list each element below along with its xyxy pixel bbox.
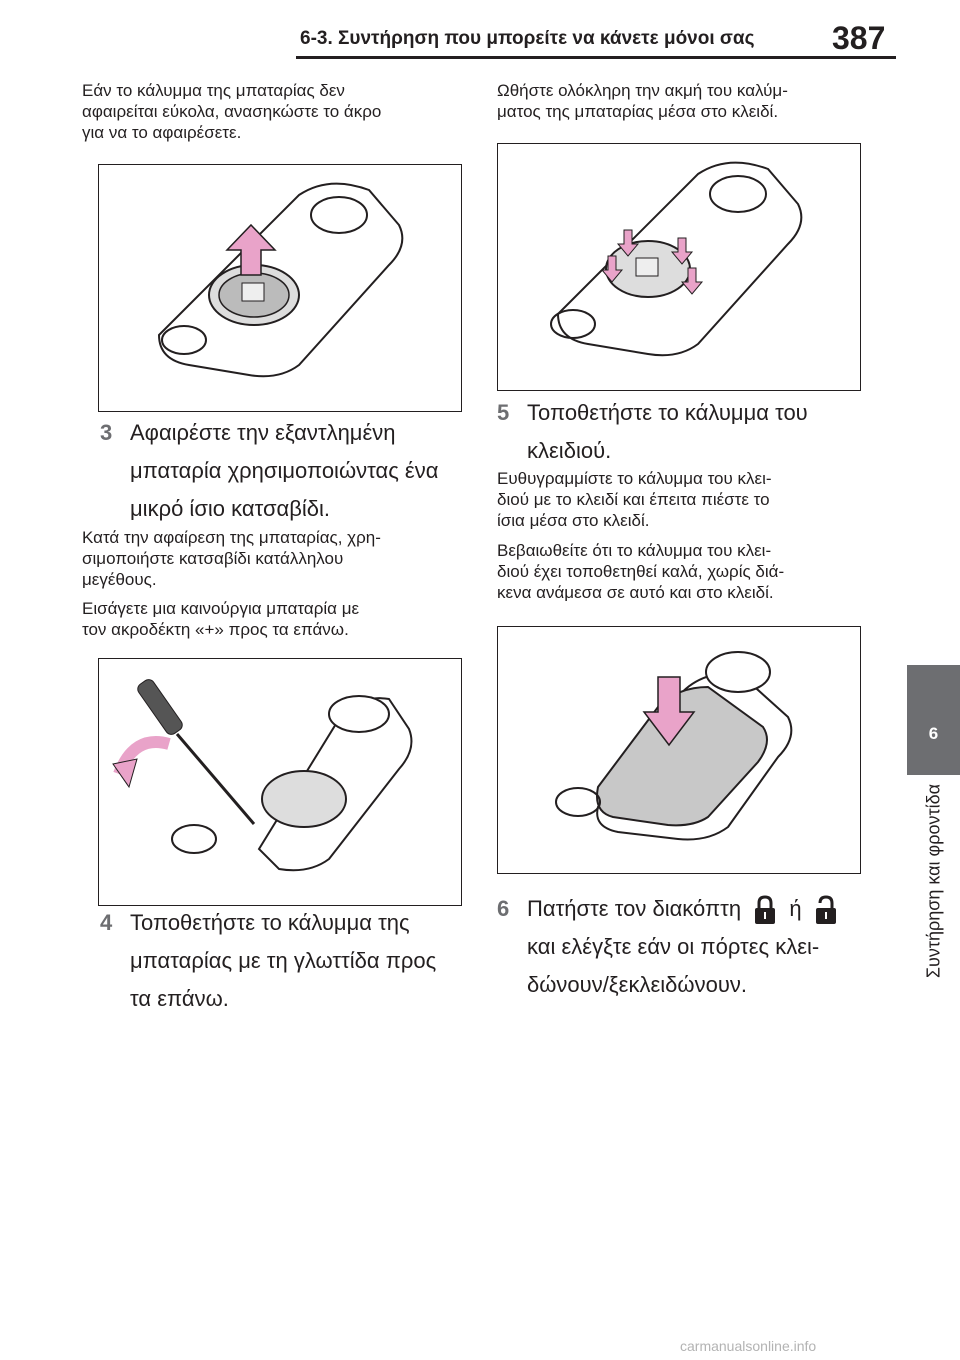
unlock-icon bbox=[814, 894, 838, 926]
lock-icon bbox=[753, 894, 777, 926]
key-cover-push-illustration bbox=[555, 651, 793, 841]
figure-insert-battery-cover bbox=[497, 143, 861, 391]
intro-paragraph: Εάν το κάλυμμα της μπαταρίας δεν αφαιρεί… bbox=[82, 81, 382, 142]
step-number: 5 bbox=[497, 400, 510, 425]
step-3: 3 Αφαιρέστε την εξαντλημένη μπαταρία χρη… bbox=[100, 414, 460, 528]
step-5: 5 Τοποθετήστε το κάλυμμα του κλειδιού. bbox=[497, 394, 857, 470]
step-4: 4 Τοποθετήστε το κάλυμμα της μπαταρίας μ… bbox=[100, 904, 460, 1018]
page-number: 387 bbox=[832, 20, 886, 56]
step-6: 6 Πατήστε τον διακόπτη ή και ελέγξτε εάν… bbox=[497, 890, 877, 1010]
section-title: 6-3. Συντήρηση που μπορείτε να κάνετε μό… bbox=[300, 28, 755, 49]
step-number: 4 bbox=[100, 910, 113, 935]
step-number: 6 bbox=[497, 896, 510, 921]
watermark: carmanualsonline.info bbox=[680, 1338, 817, 1354]
right-intro-paragraph: Ωθήστε ολόκληρη την ακμή του καλύμ- ματο… bbox=[497, 81, 788, 121]
chapter-tab: 6 bbox=[907, 665, 960, 775]
step-5-note-check: Βεβαιωθείτε ότι το κάλυμμα του κλει- διο… bbox=[497, 541, 785, 602]
step-5-note-align: Ευθυγραμμίστε το κάλυμμα του κλει- διού … bbox=[497, 469, 772, 530]
step-3-note-polarity: Εισάγετε μια καινούργια μπαταρία με τον … bbox=[82, 599, 360, 639]
figure-key-cover bbox=[497, 626, 861, 874]
header-rule bbox=[296, 56, 896, 59]
key-fob-cover-removed-illustration bbox=[157, 182, 404, 378]
step-number: 3 bbox=[100, 420, 113, 445]
screwdriver-battery-illustration bbox=[112, 679, 413, 872]
battery-cover-push-illustration bbox=[550, 161, 803, 357]
chapter-label: Συντήρηση και φροντίδα bbox=[923, 784, 944, 979]
step-3-note-size: Κατά την αφαίρεση της μπαταρίας, χρη- σι… bbox=[82, 528, 381, 589]
figure-remove-cover bbox=[98, 164, 462, 412]
figure-remove-battery bbox=[98, 658, 462, 906]
chapter-number: 6 bbox=[928, 724, 939, 743]
